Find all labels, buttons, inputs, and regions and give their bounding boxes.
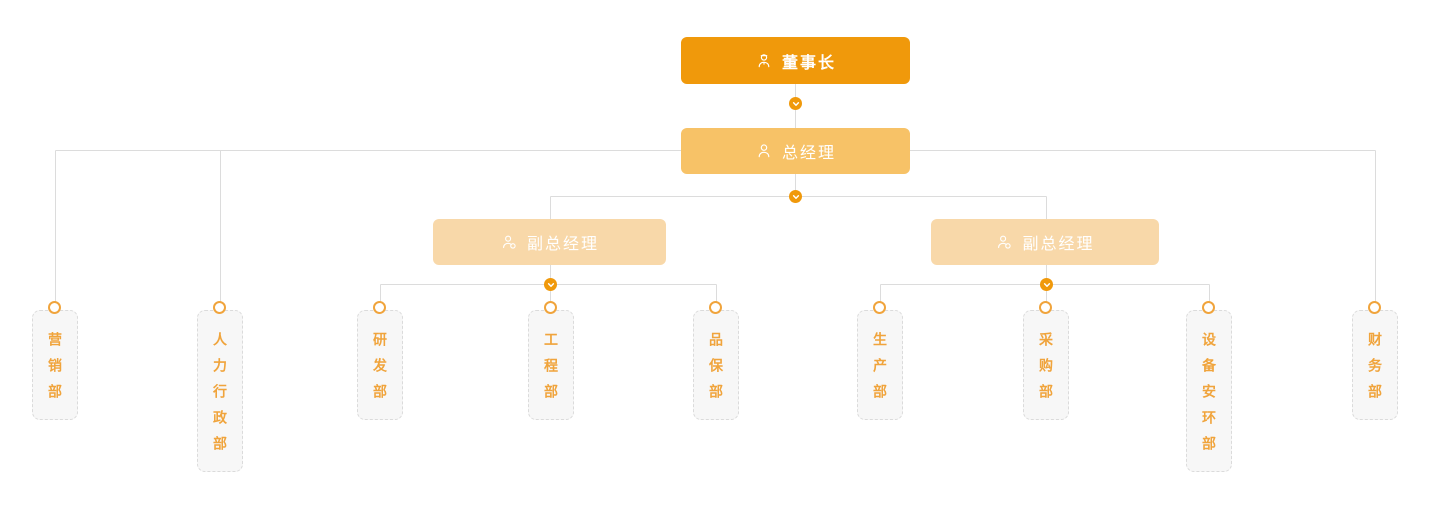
chevron-down-icon <box>792 194 799 199</box>
dept-label: 采购部 <box>1038 332 1054 410</box>
tag-ring <box>213 301 226 314</box>
tag-ring <box>373 301 386 314</box>
node-chairman[interactable]: 董事长 <box>681 37 910 84</box>
node-deputy-manager-2[interactable]: 副总经理 <box>931 219 1159 265</box>
collapse-toggle-chairman[interactable] <box>789 97 802 110</box>
tag-ring <box>48 301 61 314</box>
tag-ring <box>709 301 722 314</box>
tag-ring <box>873 301 886 314</box>
chevron-down-icon <box>1043 282 1050 287</box>
dept-label: 财务部 <box>1367 332 1383 410</box>
chairman-label: 董事长 <box>781 54 836 72</box>
dept-label: 生产部 <box>872 332 888 410</box>
node-deputy-manager-1[interactable]: 副总经理 <box>433 219 666 265</box>
dept-label: 设备安环部 <box>1201 332 1217 462</box>
dept-label: 品保部 <box>708 332 724 410</box>
user-badge-icon <box>998 235 1012 249</box>
node-general-manager[interactable]: 总经理 <box>681 128 910 174</box>
user-icon <box>758 144 770 158</box>
tag-ring <box>1039 301 1052 314</box>
dept-tag-rnd[interactable]: 研发部 <box>357 301 403 420</box>
deputy-manager-1-label: 副总经理 <box>526 236 599 253</box>
chevron-down-icon <box>547 282 554 287</box>
tag-ring <box>544 301 557 314</box>
general-manager-label: 总经理 <box>781 145 836 162</box>
dept-label: 人力行政部 <box>212 332 228 462</box>
chevron-down-icon <box>792 101 799 106</box>
tag-ring <box>1202 301 1215 314</box>
user-tie-icon <box>758 53 770 67</box>
collapse-toggle-deputy-2[interactable] <box>1040 278 1053 291</box>
collapse-toggle-general-manager[interactable] <box>789 190 802 203</box>
dept-tag-finance[interactable]: 财务部 <box>1352 301 1398 420</box>
dept-tag-engineering[interactable]: 工程部 <box>528 301 574 420</box>
dept-label: 研发部 <box>372 332 388 410</box>
tag-ring <box>1368 301 1381 314</box>
dept-label: 工程部 <box>543 332 559 410</box>
collapse-toggle-deputy-1[interactable] <box>544 278 557 291</box>
deputy-manager-2-label: 副总经理 <box>1022 236 1095 253</box>
dept-label: 营销部 <box>47 332 63 410</box>
dept-tag-quality[interactable]: 品保部 <box>693 301 739 420</box>
dept-tag-purchasing[interactable]: 采购部 <box>1023 301 1069 420</box>
user-badge-icon <box>503 235 516 249</box>
dept-tag-hr-admin[interactable]: 人力行政部 <box>197 301 243 472</box>
dept-tag-marketing[interactable]: 营销部 <box>32 301 78 420</box>
dept-tag-production[interactable]: 生产部 <box>857 301 903 420</box>
dept-tag-equipment-safety-env[interactable]: 设备安环部 <box>1186 301 1232 472</box>
